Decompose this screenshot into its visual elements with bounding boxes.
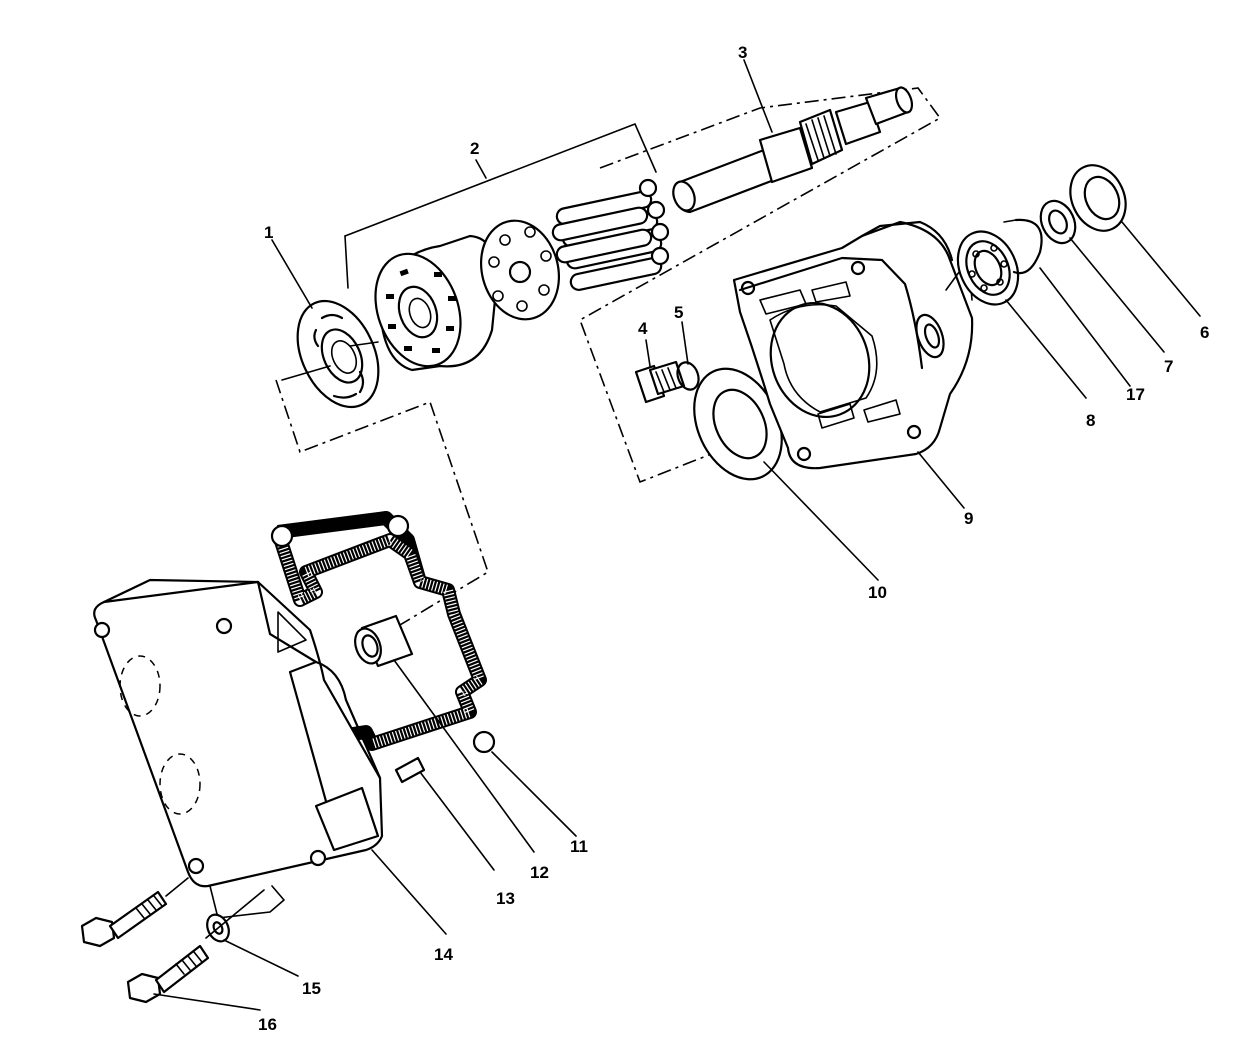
- leader-lines: [271, 159, 487, 309]
- callout-10: 10: [868, 583, 887, 602]
- drive-shaft: [672, 59, 914, 214]
- snap-ring: [1003, 218, 1131, 387]
- mounting-bolts: [80, 877, 261, 1011]
- plug-and-oring: [634, 321, 700, 404]
- shaft-seal: [693, 367, 879, 581]
- callout-15: 15: [302, 979, 321, 998]
- rotating-group: [344, 123, 670, 372]
- callout-labels: 1 2 3 4 5 6 7 8 9 10 11 12 13 14 15 16 1…: [258, 43, 1209, 1034]
- callout-7: 7: [1164, 357, 1173, 376]
- bearing: [956, 230, 1087, 399]
- callout-9: 9: [964, 509, 973, 528]
- oil-seal: [1069, 164, 1201, 317]
- callout-16: 16: [258, 1015, 277, 1034]
- callout-1: 1: [264, 223, 273, 242]
- callout-17: 17: [1126, 385, 1145, 404]
- dowel-pin: [394, 756, 495, 871]
- valve-plate: [281, 299, 380, 409]
- callout-5: 5: [674, 303, 683, 322]
- callout-8: 8: [1086, 411, 1095, 430]
- end-cover: [93, 578, 447, 935]
- callout-2: 2: [470, 139, 479, 158]
- callout-13: 13: [496, 889, 515, 908]
- callout-6: 6: [1200, 323, 1209, 342]
- lock-washer: [205, 889, 299, 977]
- spacer-ring: [1039, 199, 1165, 353]
- callout-3: 3: [738, 43, 747, 62]
- callout-12: 12: [530, 863, 549, 882]
- needle-bearing: [354, 614, 535, 853]
- pump-housing: [732, 220, 974, 509]
- pistons: [551, 178, 670, 292]
- callout-11: 11: [570, 837, 588, 856]
- callout-14: 14: [434, 945, 453, 964]
- callout-4: 4: [638, 319, 648, 338]
- gasket: [270, 511, 577, 837]
